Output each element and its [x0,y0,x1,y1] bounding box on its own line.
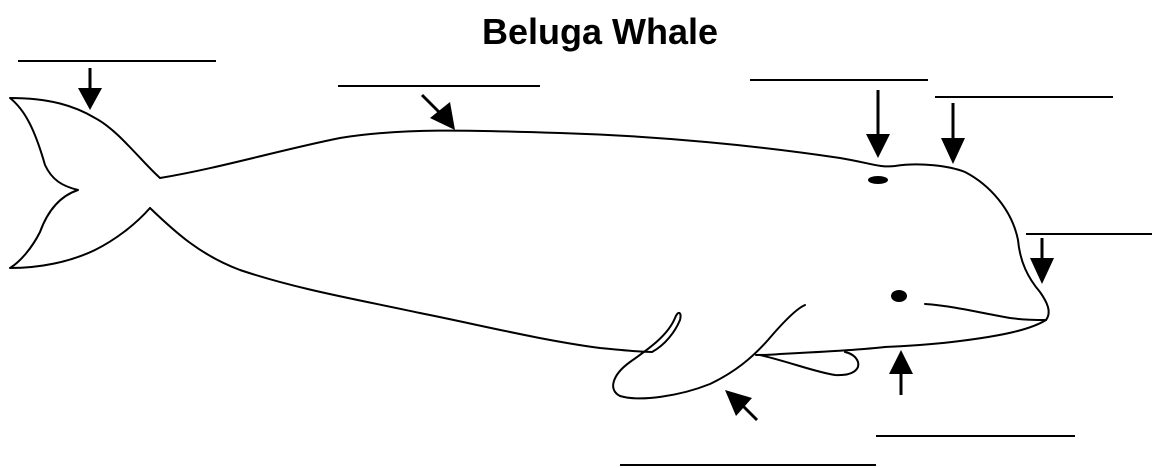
arrow-blowhole [866,90,890,158]
label-blanks [18,61,1152,465]
arrow-rostrum [1030,238,1054,284]
pointer-arrows [78,68,1054,420]
arrow-flipper [725,390,757,420]
tail-fluke-outline [10,98,160,268]
back-outline [160,131,1049,347]
arrow-throat [889,350,913,395]
blowhole-mark [868,176,888,184]
arrow-tail-fluke [78,68,102,110]
throat-outline [756,347,885,355]
eye-mark [891,290,907,302]
diagram-title: Beluga Whale [482,11,718,52]
belly-outline [150,208,652,352]
arrow-dorsal-ridge [422,95,455,130]
mouth-line [925,304,1046,320]
whale-outline [10,98,1049,398]
arrow-melon [941,103,965,164]
far-flipper-outline [760,352,858,375]
